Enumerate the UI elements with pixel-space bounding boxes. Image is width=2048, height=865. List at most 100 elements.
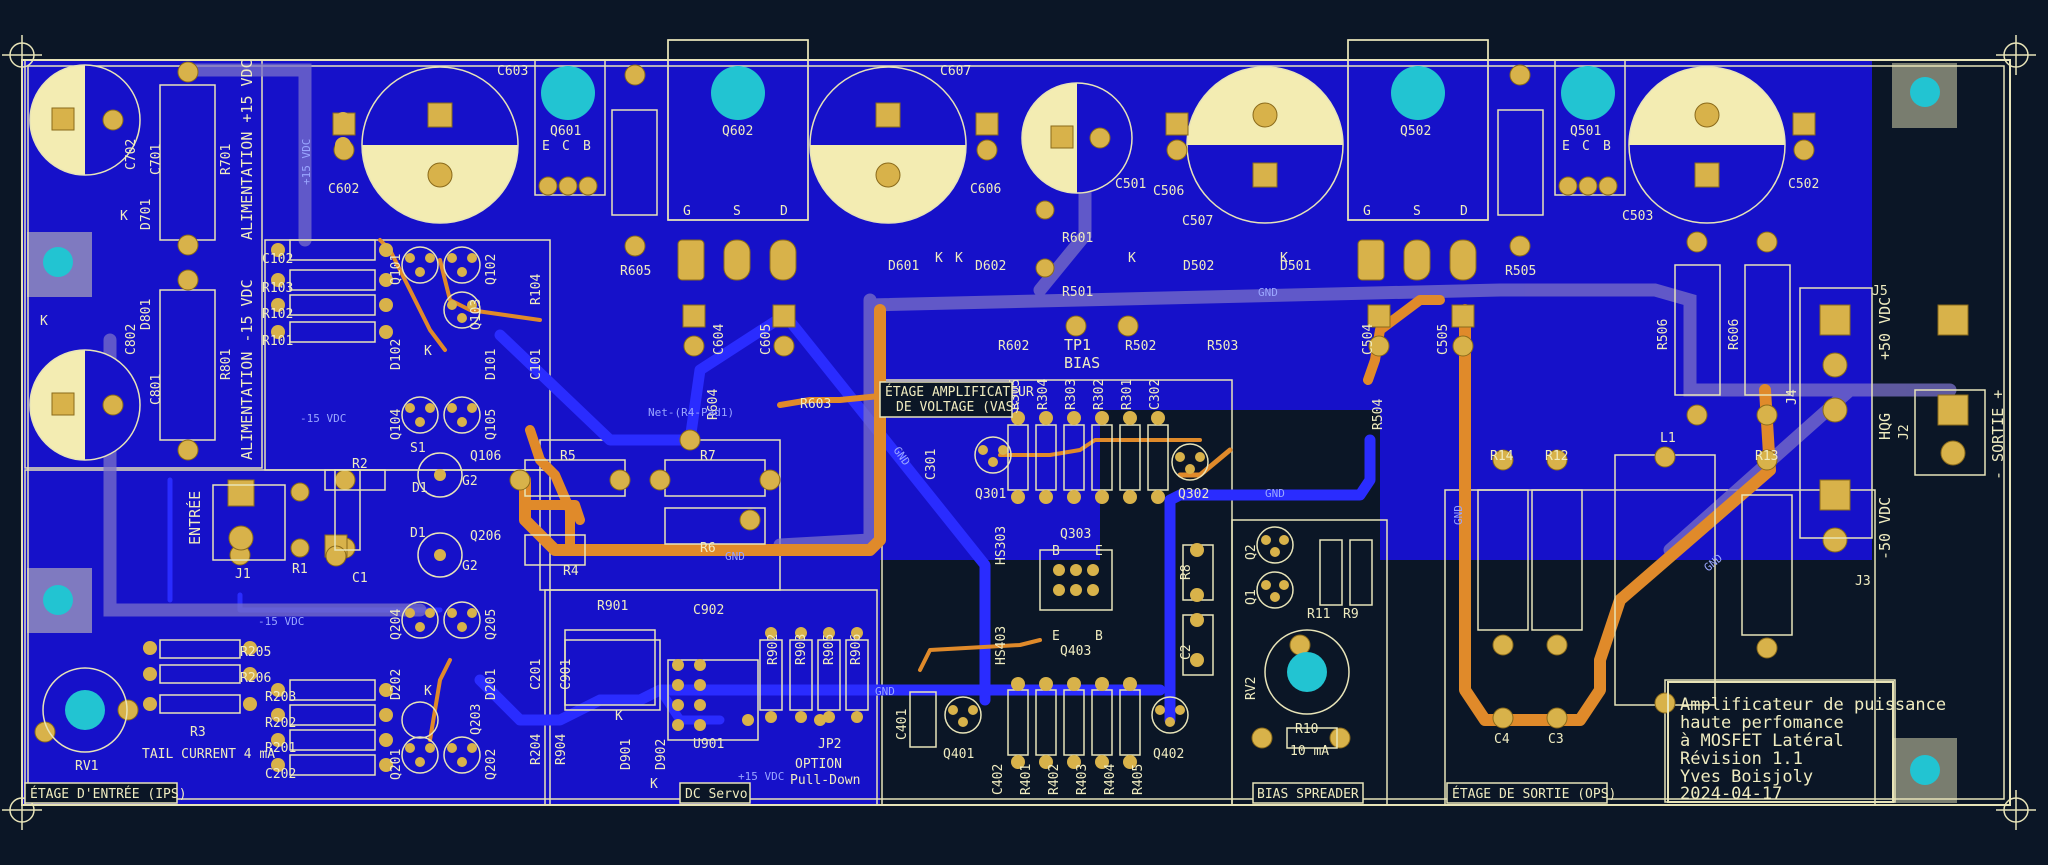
pin-e-q601: E: [542, 139, 550, 154]
ref-C301: C301: [924, 449, 939, 480]
ref-Q501: Q501: [1570, 124, 1601, 139]
option-label-2: Pull-Down: [790, 773, 860, 788]
title-line-3: à MOSFET Latéral: [1680, 731, 1844, 751]
section-bias-label: BIAS SPREADER: [1257, 787, 1359, 802]
ref-Q203: Q203: [469, 704, 484, 735]
ref-RV1: RV1: [75, 759, 98, 774]
ref-R902: R902: [766, 634, 781, 665]
ref-C1: C1: [352, 571, 368, 586]
net-15p: +15 VDC: [300, 139, 313, 185]
ref-C202: C202: [265, 767, 296, 782]
ref-Q601: Q601: [550, 124, 581, 139]
ref-R203: R203: [265, 690, 296, 705]
pin-e-q403: E: [1052, 629, 1060, 644]
ref-R602: R602: [998, 339, 1029, 354]
title-line-6: 2024-04-17: [1680, 784, 1782, 804]
pin-g2-q106: G2: [462, 474, 478, 489]
ref-R103: R103: [262, 281, 293, 296]
ref-R505: R505: [1505, 264, 1536, 279]
ref-R205: R205: [240, 645, 271, 660]
ref-R301: R301: [1120, 379, 1135, 410]
ref-Q101: Q101: [389, 254, 404, 285]
ref-R402: R402: [1047, 764, 1062, 795]
ref-R403: R403: [1075, 764, 1090, 795]
ref-R12: R12: [1545, 449, 1568, 464]
ref-C702: C702: [124, 139, 139, 170]
ref-R405: R405: [1131, 764, 1146, 795]
section-vas-label-2: DE VOLTAGE (VAS): [896, 400, 1021, 415]
pin-k-d801: K: [40, 314, 48, 329]
pin-e-q303: E: [1095, 544, 1103, 559]
cap-c801-body: [29, 349, 141, 461]
option-label-1: OPTION: [795, 757, 842, 772]
pin-b-q303: B: [1052, 544, 1060, 559]
ref-D201: D201: [484, 669, 499, 700]
ref-C503: C503: [1622, 209, 1653, 224]
ref-Q105: Q105: [484, 409, 499, 440]
cap-c506-body: [1186, 66, 1344, 224]
pin-k-d601: K: [935, 251, 943, 266]
board-outline: [2, 35, 2036, 830]
ref-R905: R905: [822, 634, 837, 665]
pin-k-d202: K: [424, 684, 432, 699]
ref-R606: R606: [1727, 319, 1742, 350]
ref-Q205: Q205: [484, 609, 499, 640]
ref-R202: R202: [265, 716, 296, 731]
ref-Q403: Q403: [1060, 644, 1091, 659]
ref-R903: R903: [794, 634, 809, 665]
ref-R906: R906: [849, 634, 864, 665]
ref-HS303: HS303: [994, 526, 1009, 565]
ref-R6: R6: [700, 541, 716, 556]
section-vas-label-1: ÉTAGE AMPLIFICATEUR: [885, 384, 1034, 400]
ref-R304: R304: [1036, 379, 1051, 410]
psu-neg-label: ALIMENTATION -15 VDC: [238, 279, 256, 460]
cap-c503-body: [1628, 66, 1786, 224]
pin-labels: G S D G S D E C B E C B K K K K K K K K …: [40, 139, 1611, 792]
pin-s1-q106: S1: [410, 441, 426, 456]
section-ops-label: ÉTAGE DE SORTIE (OPS): [1452, 786, 1616, 802]
ref-D701: D701: [139, 199, 154, 230]
ref-C101: C101: [529, 349, 544, 380]
silkscreen-labels: C603 Q601 Q602 C607 C506 C501 Q502 Q501 …: [75, 64, 1888, 788]
pin-g-q602: G: [683, 204, 691, 219]
pin-c-q501: C: [1582, 139, 1590, 154]
ref-Q202: Q202: [484, 749, 499, 780]
ref-R7: R7: [700, 449, 716, 464]
ref-D101: D101: [484, 349, 499, 380]
vas-resistor-array: [143, 112, 1986, 776]
cap-c501-body: [1021, 82, 1133, 194]
ref-D502: D502: [1183, 259, 1214, 274]
pin-k-d602: K: [955, 251, 963, 266]
ref-R604: R604: [706, 389, 721, 420]
ref-R502: R502: [1125, 339, 1156, 354]
electrolytic-capacitors: [29, 64, 1786, 461]
ref-R404: R404: [1103, 764, 1118, 795]
ref-R401: R401: [1019, 764, 1034, 795]
ref-R303: R303: [1064, 379, 1079, 410]
ref-D501: D501: [1280, 259, 1311, 274]
pin-g-q502: G: [1363, 204, 1371, 219]
ref-Q103: Q103: [469, 299, 484, 330]
net-gnd-3: GND: [1265, 487, 1285, 500]
ref-J1: J1: [235, 567, 251, 582]
ref-C102: C102: [262, 252, 293, 267]
ref-R104: R104: [529, 274, 544, 305]
net-gnd-6: GND: [1452, 505, 1465, 525]
ref-R206: R206: [240, 671, 271, 686]
ref-Q402: Q402: [1153, 747, 1184, 762]
entree-label: ENTRÉE: [185, 491, 204, 545]
ref-R9: R9: [1343, 607, 1359, 622]
ref-C605: C605: [759, 324, 774, 355]
ref-C504: C504: [1361, 324, 1376, 355]
title-line-2: haute perfomance: [1680, 713, 1844, 733]
psu-pos-label: ALIMENTATION +15 VDC: [238, 59, 256, 240]
ref-R11: R11: [1307, 607, 1330, 622]
pin-b-q403: B: [1095, 629, 1103, 644]
ref-D102: D102: [389, 339, 404, 370]
ref-C402: C402: [991, 764, 1006, 795]
net-gnd-4: GND: [875, 685, 895, 698]
ref-R801: R801: [219, 349, 234, 380]
ref-C902: C902: [693, 603, 724, 618]
ref-Q502: Q502: [1400, 124, 1431, 139]
